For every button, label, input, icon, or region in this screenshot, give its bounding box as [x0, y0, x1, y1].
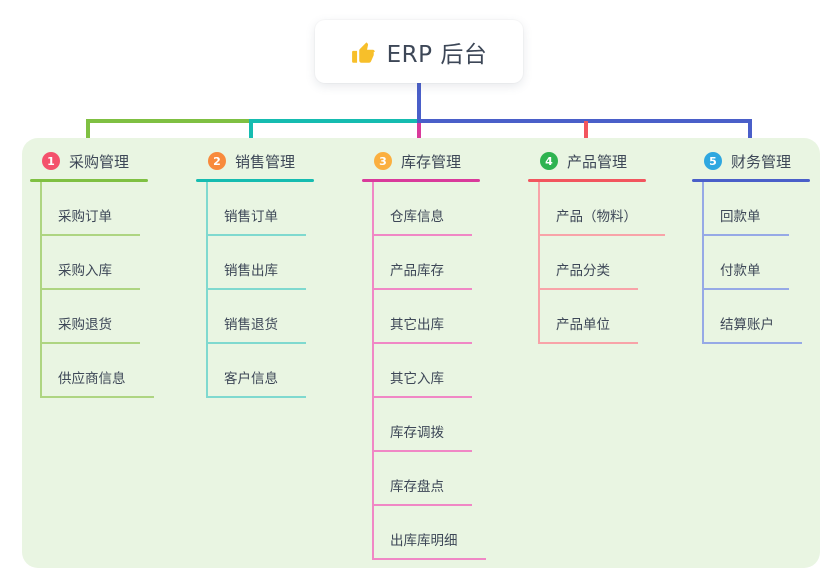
branch-title-product[interactable]: 4 产品管理 [528, 147, 688, 175]
branch-number-badge: 4 [540, 152, 558, 170]
connector-drop-line-4 [584, 121, 588, 147]
branch-column-purchase: 1 采购管理 采购订单 采购入库 采购退货 供应商信息 [30, 147, 190, 398]
branch-underline [528, 179, 646, 182]
mindmap-node[interactable]: 产品（物料） [540, 182, 688, 236]
node-label: 产品单位 [540, 313, 638, 344]
node-label: 回款单 [704, 205, 789, 236]
branch-title-label: 财务管理 [731, 152, 792, 171]
thumbs-up-icon [351, 41, 375, 63]
mindmap-node[interactable]: 供应商信息 [42, 344, 190, 398]
root-node[interactable]: ERP 后台 [315, 20, 523, 83]
connector-bus-segment-teal [249, 119, 417, 123]
mindmap-node[interactable]: 回款单 [704, 182, 839, 236]
node-label: 库存调拨 [374, 421, 472, 452]
mindmap-node[interactable]: 销售订单 [208, 182, 356, 236]
branch-children: 采购订单 采购入库 采购退货 供应商信息 [40, 182, 190, 398]
node-label: 库存盘点 [374, 475, 472, 506]
node-label: 采购订单 [42, 205, 140, 236]
node-label: 其它入库 [374, 367, 472, 398]
branch-children: 回款单 付款单 结算账户 [702, 182, 839, 344]
branch-number-badge: 5 [704, 152, 722, 170]
mindmap-node[interactable]: 其它出库 [374, 290, 522, 344]
node-label: 其它出库 [374, 313, 472, 344]
connector-drop-line-3 [417, 123, 421, 147]
mindmap-node[interactable]: 库存调拨 [374, 398, 522, 452]
branch-column-sales: 2 销售管理 销售订单 销售出库 销售退货 客户信息 [196, 147, 356, 398]
branch-number-badge: 1 [42, 152, 60, 170]
branch-title-inventory[interactable]: 3 库存管理 [362, 147, 522, 175]
mindmap-node[interactable]: 客户信息 [208, 344, 356, 398]
branch-underline [30, 179, 148, 182]
mindmap-node[interactable]: 出库库明细 [374, 506, 522, 560]
mindmap-node[interactable]: 销售退货 [208, 290, 356, 344]
mindmap-node[interactable]: 付款单 [704, 236, 839, 290]
branch-title-finance[interactable]: 5 财务管理 [692, 147, 839, 175]
branch-children: 仓库信息 产品库存 其它出库 其它入库 库存调拨 库存盘点 出库库明细 [372, 182, 522, 560]
branch-number-badge: 2 [208, 152, 226, 170]
node-label: 销售退货 [208, 313, 306, 344]
branch-children: 销售订单 销售出库 销售退货 客户信息 [206, 182, 356, 398]
branch-title-label: 销售管理 [235, 152, 296, 171]
node-label: 产品库存 [374, 259, 472, 290]
node-label: 供应商信息 [42, 367, 154, 398]
root-node-label: ERP 后台 [386, 41, 488, 68]
branch-column-product: 4 产品管理 产品（物料） 产品分类 产品单位 [528, 147, 688, 344]
node-label: 产品分类 [540, 259, 638, 290]
connector-bus-segment-green [86, 119, 249, 123]
node-label: 客户信息 [208, 367, 306, 398]
branch-title-label: 产品管理 [567, 152, 628, 171]
node-label: 结算账户 [704, 313, 802, 344]
branches-panel [22, 138, 820, 568]
mindmap-node[interactable]: 库存盘点 [374, 452, 522, 506]
mindmap-node[interactable]: 采购订单 [42, 182, 190, 236]
branch-children: 产品（物料） 产品分类 产品单位 [538, 182, 688, 344]
mindmap-node[interactable]: 产品分类 [540, 236, 688, 290]
node-label: 付款单 [704, 259, 789, 290]
node-label: 产品（物料） [540, 205, 665, 236]
mindmap-node[interactable]: 结算账户 [704, 290, 839, 344]
node-label: 销售订单 [208, 205, 306, 236]
branch-column-inventory: 3 库存管理 仓库信息 产品库存 其它出库 其它入库 库存调拨 库存盘点 出库库… [362, 147, 522, 560]
branch-number-badge: 3 [374, 152, 392, 170]
node-label: 销售出库 [208, 259, 306, 290]
mindmap-node[interactable]: 销售出库 [208, 236, 356, 290]
mindmap-node[interactable]: 其它入库 [374, 344, 522, 398]
node-label: 采购退货 [42, 313, 140, 344]
node-label: 仓库信息 [374, 205, 472, 236]
branch-title-label: 库存管理 [401, 152, 462, 171]
branch-title-label: 采购管理 [69, 152, 130, 171]
connector-drop-line-1 [86, 121, 90, 147]
mindmap-node[interactable]: 采购入库 [42, 236, 190, 290]
branch-underline [362, 179, 480, 182]
connector-drop-line-2 [249, 121, 253, 147]
node-label: 采购入库 [42, 259, 140, 290]
mindmap-node[interactable]: 采购退货 [42, 290, 190, 344]
mindmap-node[interactable]: 仓库信息 [374, 182, 522, 236]
mindmap-node[interactable]: 产品库存 [374, 236, 522, 290]
branch-title-sales[interactable]: 2 销售管理 [196, 147, 356, 175]
mindmap-node[interactable]: 产品单位 [540, 290, 688, 344]
branch-underline [692, 179, 810, 182]
connector-root-line [417, 83, 421, 121]
branch-column-finance: 5 财务管理 回款单 付款单 结算账户 [692, 147, 839, 344]
branch-title-purchase[interactable]: 1 采购管理 [30, 147, 190, 175]
branch-underline [196, 179, 314, 182]
connector-drop-line-5 [748, 121, 752, 147]
node-label: 出库库明细 [374, 529, 486, 560]
